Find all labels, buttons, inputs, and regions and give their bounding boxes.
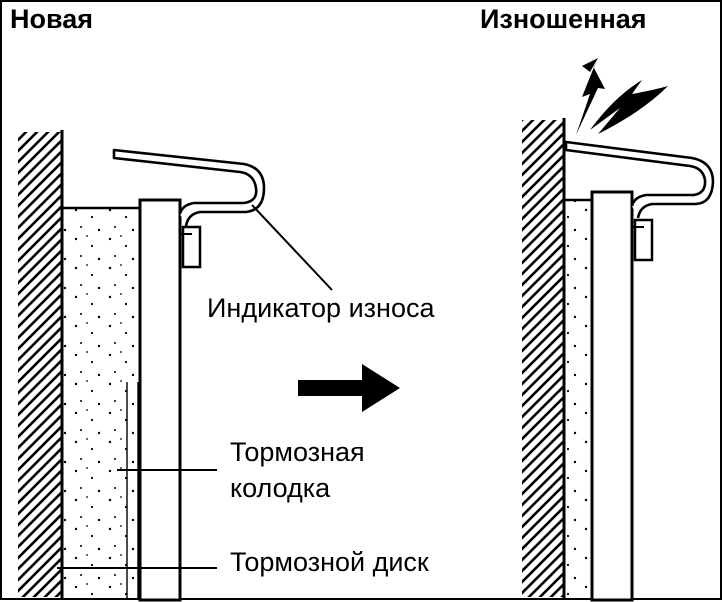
label-brake-pad-line1: Тормозная [230,437,365,467]
lightning-icon [576,58,668,135]
backing-plate-new [138,198,182,602]
caliper-wall-worn [522,120,564,597]
title-worn: Изношенная [480,4,647,34]
worn-pad-assembly [522,58,715,602]
friction-material-new [63,208,138,597]
title-new: Новая [10,4,94,34]
clip-tab-new [181,225,202,269]
friction-material-worn [565,200,589,597]
caliper-wall-new [18,132,62,597]
wear-indicator-new [112,148,266,227]
indicator-leader-line [251,204,333,291]
label-wear-indicator: Индикатор износа [207,293,435,323]
label-brake-pad: Тормозная колодка [230,434,365,506]
new-pad-assembly [18,130,333,602]
clip-tab-worn [633,218,654,262]
backing-plate-worn [590,190,634,602]
arrow-right-icon [298,364,400,412]
wear-indicator-worn [564,140,715,219]
label-brake-pad-line2: колодка [230,473,331,503]
label-brake-disc: Тормозной диск [230,547,429,577]
